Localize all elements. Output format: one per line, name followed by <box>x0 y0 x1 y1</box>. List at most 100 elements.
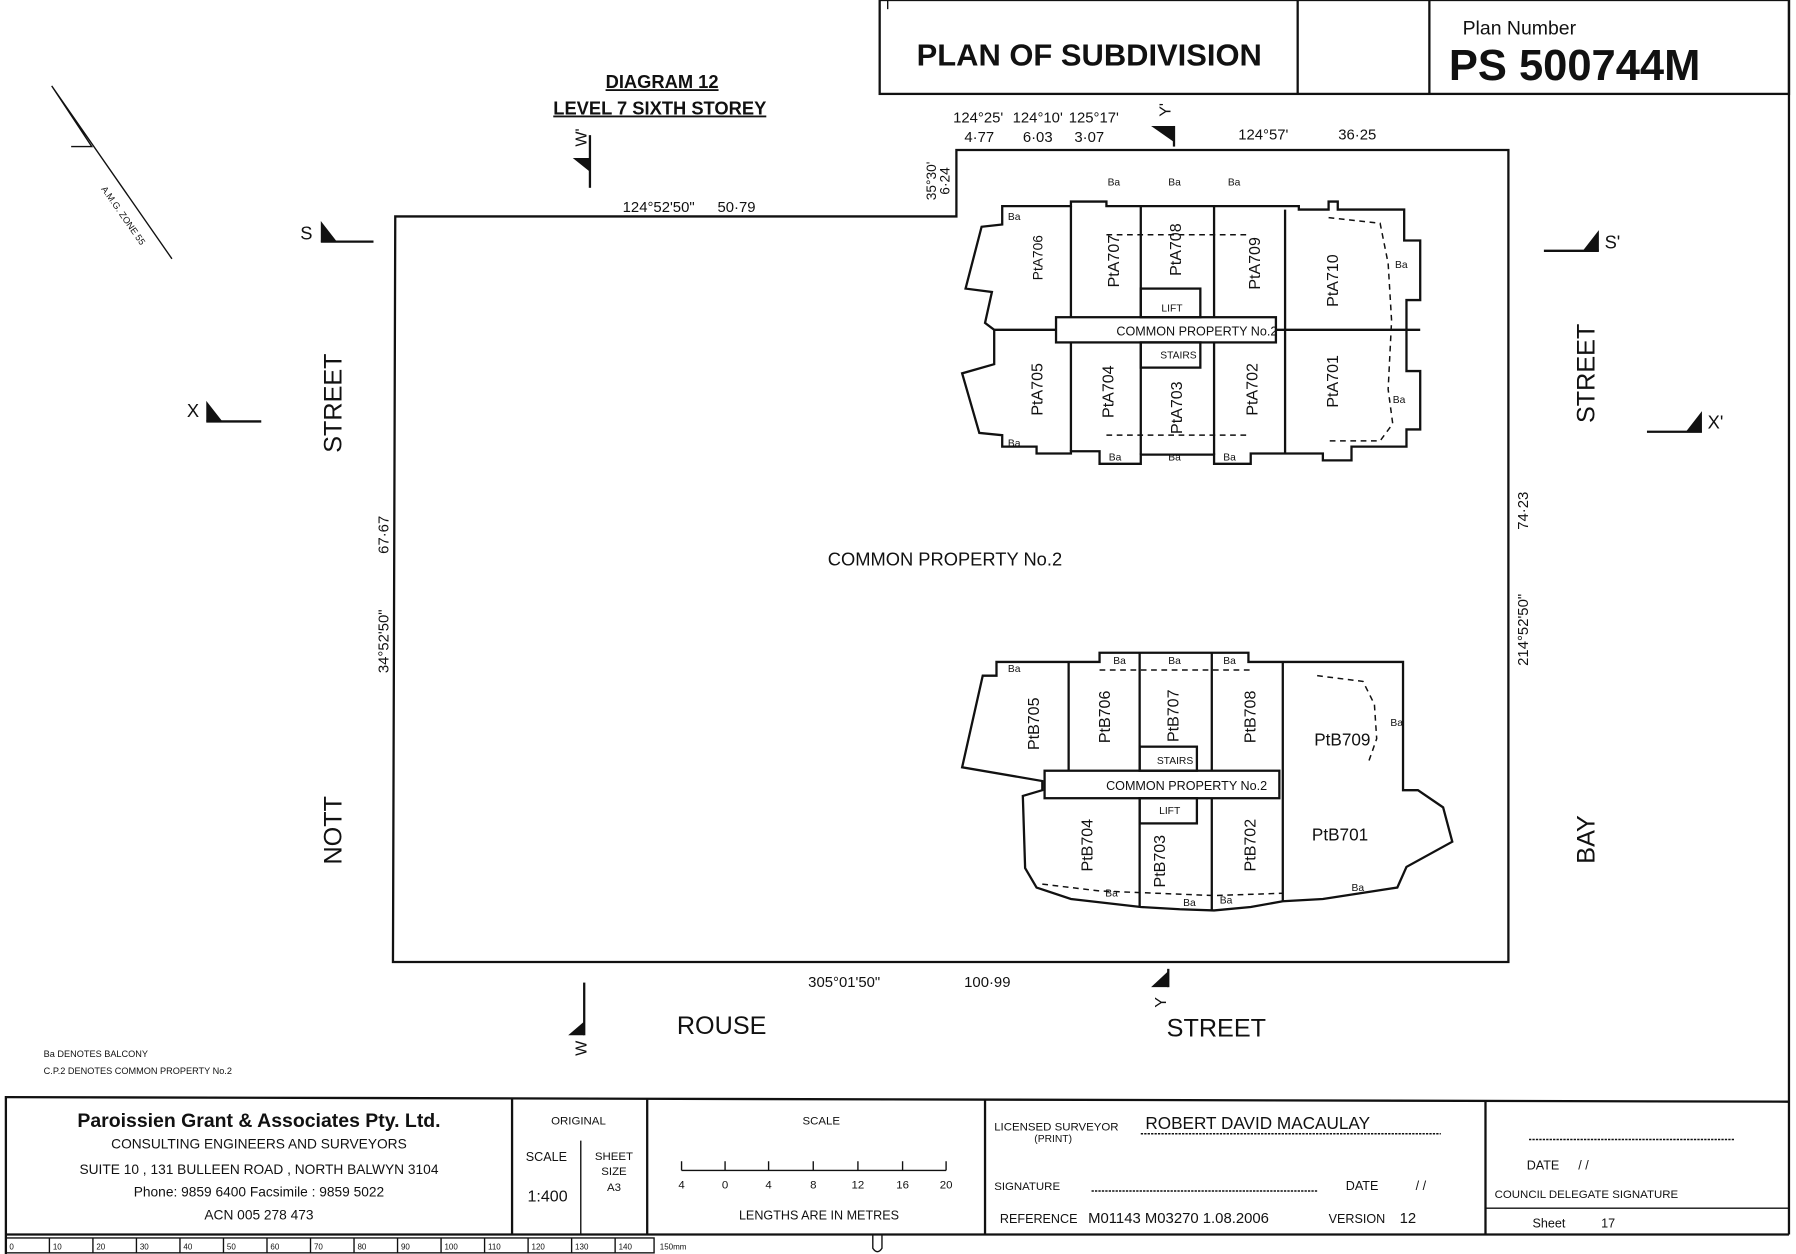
svg-text:6·24: 6·24 <box>938 167 953 195</box>
svg-text:PtA708: PtA708 <box>1167 223 1185 276</box>
svg-text:Ba DENOTES BALCONY: Ba DENOTES BALCONY <box>44 1049 148 1059</box>
svg-text:16: 16 <box>896 1180 909 1192</box>
svg-text:LICENSED SURVEYOR: LICENSED SURVEYOR <box>994 1121 1118 1133</box>
svg-text:Ba: Ba <box>1223 452 1236 463</box>
svg-text:BAY: BAY <box>1572 815 1600 864</box>
svg-text:Ba: Ba <box>1220 896 1233 907</box>
plan-number: PS 500744M <box>1449 42 1701 90</box>
svg-text:0: 0 <box>722 1180 728 1192</box>
mm-calibration-strip: 0 10 20 30 40 50 60 70 80 90 100 110 120… <box>5 1234 883 1254</box>
svg-text:110: 110 <box>488 1242 501 1251</box>
block-b: PtB705 PtB706 PtB707 PtB708 PtB709 PtB70… <box>960 651 1454 912</box>
svg-text:CONSULTING ENGINEERS AND SURVE: CONSULTING ENGINEERS AND SURVEYORS <box>111 1137 407 1152</box>
svg-text:PtB705: PtB705 <box>1025 697 1043 750</box>
scale-bar: 4 0 4 8 12 16 20 <box>678 1161 953 1192</box>
svg-text:SIZE: SIZE <box>601 1166 627 1178</box>
frame <box>4 0 1791 1254</box>
svg-text:W: W <box>573 1040 591 1056</box>
svg-text:34°52'50": 34°52'50" <box>376 609 392 673</box>
svg-text:Ba: Ba <box>1113 656 1126 667</box>
svg-text:1:400: 1:400 <box>528 1187 568 1205</box>
svg-text:S: S <box>300 222 312 243</box>
svg-text:80: 80 <box>357 1242 366 1251</box>
svg-text:ROUSE: ROUSE <box>677 1012 767 1040</box>
svg-text:REFERENCE: REFERENCE <box>1000 1212 1078 1226</box>
svg-text:Ba: Ba <box>1105 889 1118 900</box>
svg-text:LIFT: LIFT <box>1159 806 1181 817</box>
svg-text:8: 8 <box>810 1180 816 1192</box>
svg-text:150mm: 150mm <box>660 1242 687 1251</box>
svg-text:/ /: / / <box>1578 1158 1589 1172</box>
svg-text:PtB704: PtB704 <box>1079 819 1097 872</box>
title-block: Paroissien Grant & Associates Pty. Ltd. … <box>5 1095 1789 1236</box>
plan-title: PLAN OF SUBDIVISION <box>917 37 1262 72</box>
svg-text:124°52'50": 124°52'50" <box>623 200 695 216</box>
svg-text:SIGNATURE: SIGNATURE <box>994 1181 1060 1193</box>
svg-text:4·77: 4·77 <box>964 130 994 146</box>
diagram-subtitle: LEVEL 7 SIXTH STOREY <box>553 98 766 119</box>
svg-text:50: 50 <box>227 1242 236 1251</box>
svg-text:6·03: 6·03 <box>1023 130 1053 146</box>
svg-text:Ba: Ba <box>1352 883 1365 894</box>
svg-text:124°10': 124°10' <box>1013 111 1063 127</box>
svg-text:COUNCIL DELEGATE SIGNATURE: COUNCIL DELEGATE SIGNATURE <box>1495 1189 1679 1201</box>
svg-text:4: 4 <box>678 1180 685 1192</box>
svg-text:124°57': 124°57' <box>1238 128 1288 144</box>
svg-text:PtB708: PtB708 <box>1241 691 1259 744</box>
svg-text:Ba: Ba <box>1228 178 1241 189</box>
svg-text:Y': Y' <box>1157 103 1175 117</box>
svg-text:50·79: 50·79 <box>718 200 756 216</box>
svg-text:ACN 005 278 473: ACN 005 278 473 <box>204 1208 314 1223</box>
svg-text:X: X <box>187 400 199 421</box>
diagram-title: DIAGRAM 12 <box>606 71 719 92</box>
svg-text:SCALE: SCALE <box>526 1150 567 1164</box>
svg-text:DATE: DATE <box>1346 1179 1379 1193</box>
svg-text:20: 20 <box>940 1180 953 1192</box>
legend: Ba DENOTES BALCONY C.P.2 DENOTES COMMON … <box>44 1049 232 1076</box>
svg-text:PtB701: PtB701 <box>1312 825 1368 845</box>
svg-text:Ba: Ba <box>1008 439 1021 450</box>
svg-text:M01143 M03270 1.08.2006: M01143 M03270 1.08.2006 <box>1088 1211 1269 1227</box>
svg-text:STREET: STREET <box>1167 1014 1266 1042</box>
svg-text:214°52'50": 214°52'50" <box>1516 594 1532 666</box>
svg-text:COMMON PROPERTY No.2: COMMON PROPERTY No.2 <box>1106 779 1267 793</box>
svg-text:SUITE 10 , 131 BULLEEN ROAD ,: SUITE 10 , 131 BULLEEN ROAD , NORTH BALW… <box>79 1162 438 1177</box>
svg-text:Ba: Ba <box>1008 212 1021 223</box>
svg-text:10: 10 <box>53 1242 62 1251</box>
svg-text:35°30': 35°30' <box>924 162 939 201</box>
svg-text:STREET: STREET <box>1572 324 1600 423</box>
svg-text:LIFT: LIFT <box>1161 303 1183 314</box>
svg-text:Y: Y <box>1152 997 1170 1008</box>
svg-text:305°01'50": 305°01'50" <box>808 975 880 991</box>
svg-text:PtB702: PtB702 <box>1241 819 1259 872</box>
svg-text:PtA703: PtA703 <box>1168 381 1186 434</box>
svg-text:STAIRS: STAIRS <box>1160 350 1197 361</box>
svg-text:60: 60 <box>270 1242 279 1251</box>
svg-text:90: 90 <box>401 1242 410 1251</box>
svg-text:17: 17 <box>1601 1217 1615 1231</box>
svg-text:Ba: Ba <box>1395 260 1408 271</box>
title-header: PLAN OF SUBDIVISION Plan Number PS 50074… <box>878 0 1791 96</box>
svg-text:PtA706: PtA706 <box>1030 235 1045 280</box>
svg-text:36·25: 36·25 <box>1338 128 1376 144</box>
svg-text:12: 12 <box>1400 1211 1417 1227</box>
svg-text:SCALE: SCALE <box>803 1116 841 1128</box>
svg-text:STAIRS: STAIRS <box>1157 756 1194 767</box>
svg-text:NOTT: NOTT <box>319 796 347 865</box>
svg-text:/ /: / / <box>1416 1179 1427 1193</box>
svg-text:Ba: Ba <box>1108 178 1121 189</box>
svg-text:120: 120 <box>532 1242 546 1251</box>
svg-text:PtA701: PtA701 <box>1324 355 1342 408</box>
svg-text:67·67: 67·67 <box>376 516 392 554</box>
common-property-label: COMMON PROPERTY No.2 <box>828 549 1062 570</box>
svg-text:Sheet: Sheet <box>1532 1217 1565 1231</box>
svg-text:100·99: 100·99 <box>964 975 1010 991</box>
svg-text:PtB709: PtB709 <box>1314 730 1370 750</box>
svg-text:Ba: Ba <box>1223 656 1236 667</box>
svg-text:PtA702: PtA702 <box>1244 363 1262 416</box>
svg-text:PtA707: PtA707 <box>1105 235 1123 288</box>
bearings-distances: 124°52'50" 50·79 35°30' 6·24 124°25' 4·7… <box>376 111 1531 992</box>
svg-text:3·07: 3·07 <box>1074 130 1104 146</box>
svg-text:74·23: 74·23 <box>1516 492 1532 530</box>
